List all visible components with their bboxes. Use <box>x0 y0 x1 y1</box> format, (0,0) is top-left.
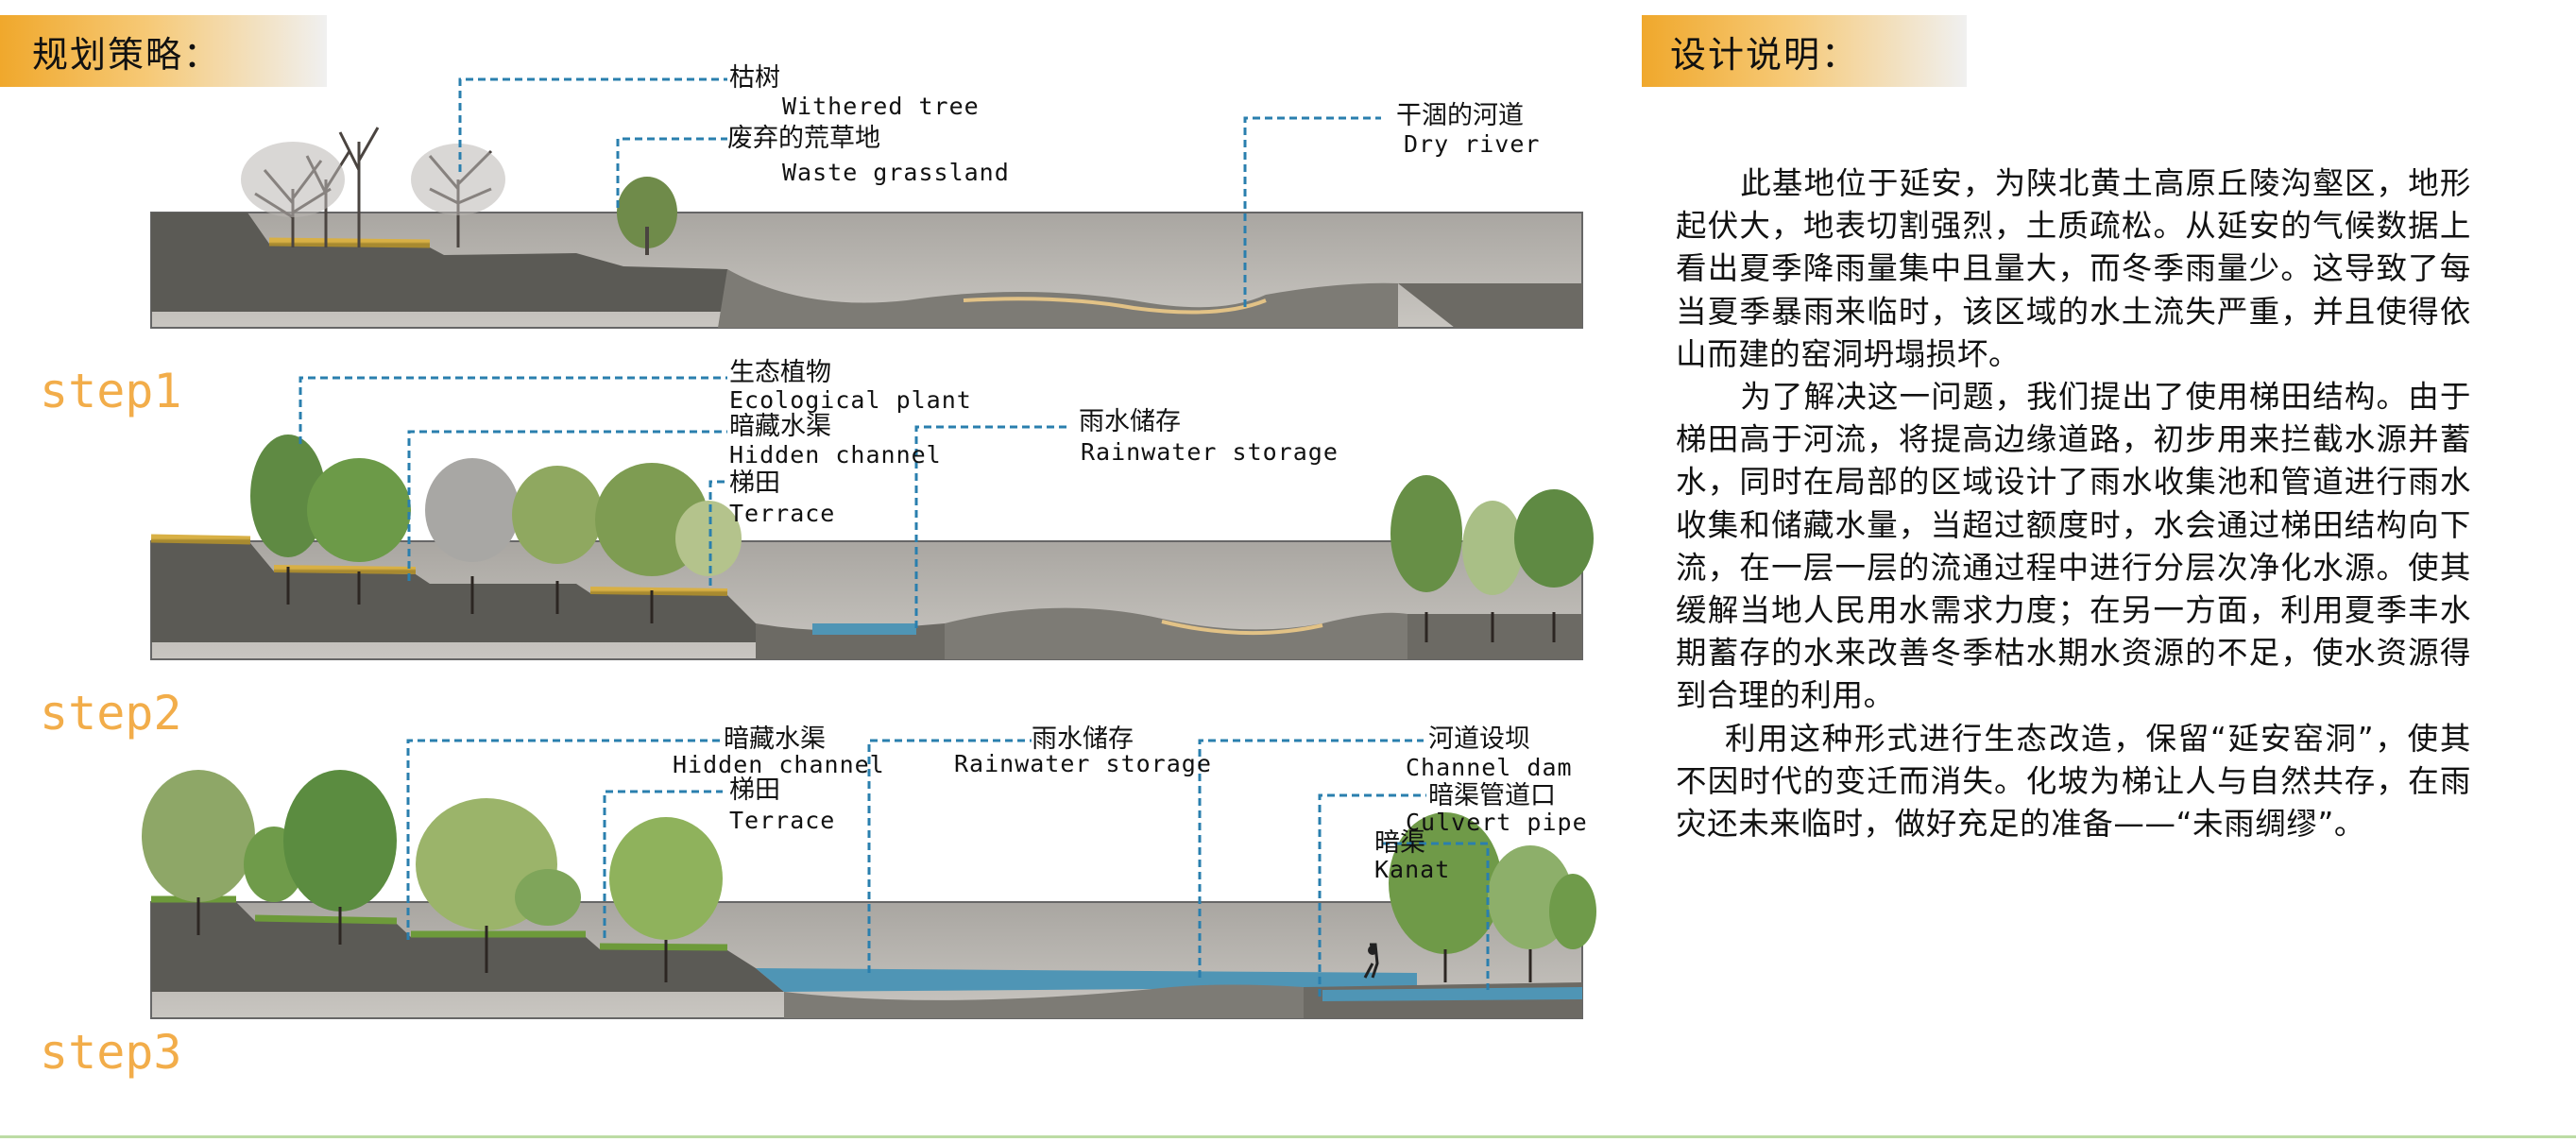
label-terrace-1-en: Terrace <box>729 500 836 527</box>
label-waste-grassland-en: Waste grassland <box>782 159 1010 186</box>
section-step2-illustration <box>142 770 1596 1019</box>
label-hidden-channel-2-en: Hidden channel <box>673 751 885 778</box>
label-dry-river-en: Dry river <box>1404 130 1541 158</box>
label-channel-dam-en: Channel dam <box>1406 754 1573 781</box>
section-site-illustration <box>150 127 1583 329</box>
label-rain-storage-1: 雨水储存 <box>1079 407 1181 436</box>
label-withered-tree: 枯树 <box>729 63 780 93</box>
label-waste-grassland: 废弃的荒草地 <box>727 124 880 153</box>
label-terrace-2-en: Terrace <box>729 807 836 834</box>
description-paragraph-1: 此基地位于延安，为陕北黄土高原丘陵沟壑区，地形起伏大，地表切割强烈，土质疏松。从… <box>1676 165 2471 372</box>
label-kanat: 暗渠 <box>1374 828 1425 858</box>
label-dry-river: 干涸的河道 <box>1396 101 1524 130</box>
label-hidden-channel-1: 暗藏水渠 <box>729 412 831 441</box>
leader-lines <box>299 77 1490 997</box>
label-eco-plant: 生态植物 <box>729 358 831 387</box>
description-paragraph-2: 为了解决这一问题，我们提出了使用梯田结构。由于梯田高于河流，将提高边缘道路，初步… <box>1676 379 2471 714</box>
strategy-header: 规划策略： <box>0 15 327 87</box>
label-withered-tree-en: Withered tree <box>782 93 980 120</box>
label-hidden-channel-2: 暗藏水渠 <box>724 724 826 754</box>
step3-label: step3 <box>40 1025 182 1080</box>
label-kanat-en: Kanat <box>1374 856 1451 883</box>
design-description: 此基地位于延安，为陕北黄土高原丘陵沟壑区，地形起伏大，地表切割强烈，土质疏松。从… <box>1676 162 2471 845</box>
label-hidden-channel-1-en: Hidden channel <box>729 441 942 469</box>
label-terrace-1: 梯田 <box>729 469 780 498</box>
description-paragraph-3: 利用这种形式进行生态改造，保留“延安窑洞”，使其不因时代的变迁而消失。化坡为梯让… <box>1676 720 2471 843</box>
bottom-divider <box>0 1135 2576 1138</box>
label-rain-storage-2: 雨水储存 <box>1032 724 1134 754</box>
label-rain-storage-2-en: Rainwater storage <box>954 750 1212 777</box>
label-culvert-pipe: 暗渠管道口 <box>1428 781 1556 810</box>
step1-label: step1 <box>40 364 182 418</box>
section-step1-illustration <box>150 435 1594 660</box>
step2-label: step2 <box>40 686 182 741</box>
label-eco-plant-en: Ecological plant <box>729 386 972 414</box>
label-culvert-pipe-en: Culvert pipe <box>1406 809 1588 836</box>
label-rain-storage-1-en: Rainwater storage <box>1081 438 1339 466</box>
label-channel-dam: 河道设坝 <box>1428 724 1530 754</box>
design-header: 设计说明： <box>1642 15 1967 87</box>
label-terrace-2: 梯田 <box>729 776 780 805</box>
